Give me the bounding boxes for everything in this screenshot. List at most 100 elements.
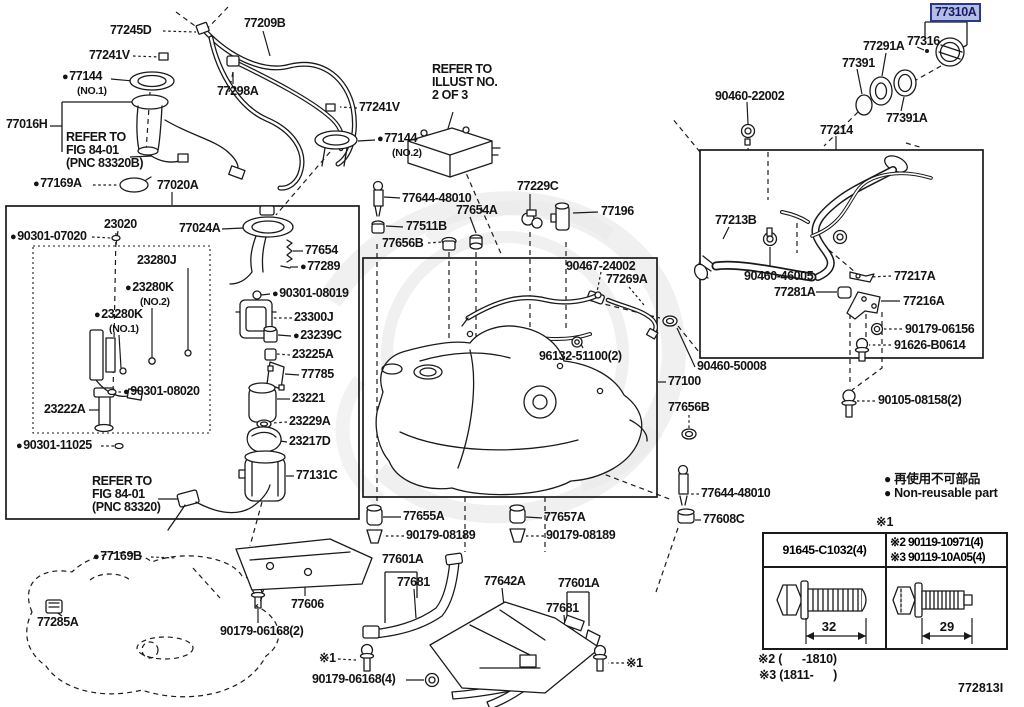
part-label-77289: ●77289 xyxy=(300,259,341,274)
part-label-23239C: ●23239C xyxy=(293,328,342,343)
non-reusable-bullet-icon: ● xyxy=(125,282,132,294)
part-label-77269A: 77269A xyxy=(606,272,648,286)
part-label-77144: ●77144(NO.1) xyxy=(62,69,107,98)
part-label-77644-48010: 77644-48010 xyxy=(701,486,771,500)
part-label-90179-06168(2): 90179-06168(2) xyxy=(220,624,304,638)
part-label-23221: 23221 xyxy=(292,391,325,405)
part-label-77391A: 77391A xyxy=(886,111,928,125)
part-label-77316: 77316 xyxy=(907,34,940,48)
part-label-77100: 77100 xyxy=(668,374,701,388)
leader-line xyxy=(284,373,300,376)
leader-lines xyxy=(54,30,925,681)
non-reusable-bullet-icon: ● xyxy=(93,551,100,563)
leader-line xyxy=(262,30,271,57)
tank-mount-drawings xyxy=(366,315,697,544)
part-label-77606: 77606 xyxy=(291,597,324,611)
non-reusable-bullet-icon: ● xyxy=(123,386,130,398)
part-label-77601A: 77601A xyxy=(558,576,600,590)
leader-line xyxy=(596,271,602,293)
part-label-77144: ●77144(NO.2) xyxy=(377,131,422,160)
part-label-77310A[interactable]: 77310A xyxy=(930,3,982,22)
leader-line xyxy=(916,46,925,51)
part-label-77245D: 77245D xyxy=(110,23,152,37)
part-label-77216A: 77216A xyxy=(903,294,945,308)
part-label-77131C: 77131C xyxy=(296,468,338,482)
part-label-91626-B0614: 91626-B0614 xyxy=(894,338,966,352)
leader-line xyxy=(260,293,271,296)
part-label-90301-07020: ●90301-07020 xyxy=(10,229,87,244)
part-label-77642A: 77642A xyxy=(484,574,526,588)
part-label-77657A: 77657A xyxy=(544,510,586,524)
part-drawings: 32 29 xyxy=(26,21,973,707)
part-label-77644-48010: 77644-48010 xyxy=(402,191,472,205)
leader-line xyxy=(469,216,477,234)
part-label-77654A: 77654A xyxy=(456,203,498,217)
part-label-23020: 23020 xyxy=(104,217,137,231)
bolt-table-left-column xyxy=(764,534,887,648)
part-label-77196: 77196 xyxy=(601,204,634,218)
leader-line xyxy=(628,286,645,306)
leader-line xyxy=(110,78,134,82)
bracket-lines xyxy=(50,16,968,626)
part-label-77656B: 77656B xyxy=(382,236,424,250)
pump-module-drawings xyxy=(89,205,294,531)
table-footnote-2: ※3 (1811- ) xyxy=(759,668,838,682)
part-label-23280K: ●23280K(NO.2) xyxy=(125,280,174,309)
part-label-77241V: 77241V xyxy=(89,48,130,62)
leader-line xyxy=(427,241,442,244)
part-label-90460-50008: 90460-50008 xyxy=(697,359,767,373)
part-label-90301-08020: ●90301-08020 xyxy=(123,384,200,399)
leader-line xyxy=(413,588,417,619)
pump-module-box xyxy=(5,205,360,520)
leader-line xyxy=(162,30,197,33)
part-label-23280K: ●23280K(NO.1) xyxy=(94,307,143,336)
part-label-90179-06168(4): 90179-06168(4) xyxy=(312,672,396,686)
fuel-tank-drawing xyxy=(375,325,648,496)
leader-line xyxy=(722,226,730,240)
non-reusable-bullet-icon: ● xyxy=(293,330,300,342)
part-label-96132-51100(2): 96132-51100(2) xyxy=(539,349,622,363)
part-label-23229A: 23229A xyxy=(289,414,331,428)
table-footnote-1: ※2 ( -1810) xyxy=(758,652,837,666)
part-label-77209B: 77209B xyxy=(244,16,286,30)
part-label-90467-24002: 90467-24002 xyxy=(566,259,636,273)
bolt-part-right-row2: ※3 90119-10A05(4) xyxy=(890,550,986,564)
non-reusable-bullet-icon: ● xyxy=(272,288,279,300)
part-label-77654: 77654 xyxy=(305,243,338,257)
part-label-77217A: 77217A xyxy=(894,269,936,283)
pump-flange-drawings xyxy=(119,71,501,193)
bolt-spec-table: 91645-C1032(4) ※2 90119-10971(4) ※3 9011… xyxy=(762,532,1008,650)
non-reusable-bullet-icon: ● xyxy=(884,472,892,486)
part-label-90179-08189: 90179-08189 xyxy=(406,528,476,542)
part-label-77285A: 77285A xyxy=(37,615,79,629)
leader-line xyxy=(132,55,161,58)
part-label-77016H: 77016H xyxy=(6,117,48,131)
leader-line xyxy=(385,225,404,228)
non-reusable-bullet-icon: ● xyxy=(884,486,892,500)
legend-non-reusable-en: ●Non-reusable part xyxy=(884,486,998,500)
part-label-90301-11025: ●90301-11025 xyxy=(16,438,92,453)
part-label-77391: 77391 xyxy=(842,56,875,70)
part-label-77241V: 77241V xyxy=(359,100,400,114)
bolt-part-left: 91645-C1032(4) xyxy=(782,543,867,557)
part-label-23280J: 23280J xyxy=(137,253,177,267)
part-label-77601A: 77601A xyxy=(382,552,424,566)
part-label-77281A: 77281A xyxy=(774,285,816,299)
part-label-90460-46005: 90460-46005 xyxy=(744,269,814,283)
leader-line xyxy=(277,334,292,337)
non-reusable-bullet-icon: ● xyxy=(16,440,23,452)
leader-line xyxy=(118,334,122,369)
part-label-77681: 77681 xyxy=(546,601,579,615)
leader-line xyxy=(881,52,887,77)
part-label-77511B: 77511B xyxy=(406,219,447,233)
part-label-77169B: ●77169B xyxy=(93,549,142,564)
leader-line xyxy=(129,155,153,158)
drawing-code: 772813I xyxy=(958,681,1004,695)
part-label-※1: ※1 xyxy=(319,651,336,665)
part-label-90105-08158(2): 90105-08158(2) xyxy=(878,393,962,407)
part-label-77169A: ●77169A xyxy=(33,176,82,191)
